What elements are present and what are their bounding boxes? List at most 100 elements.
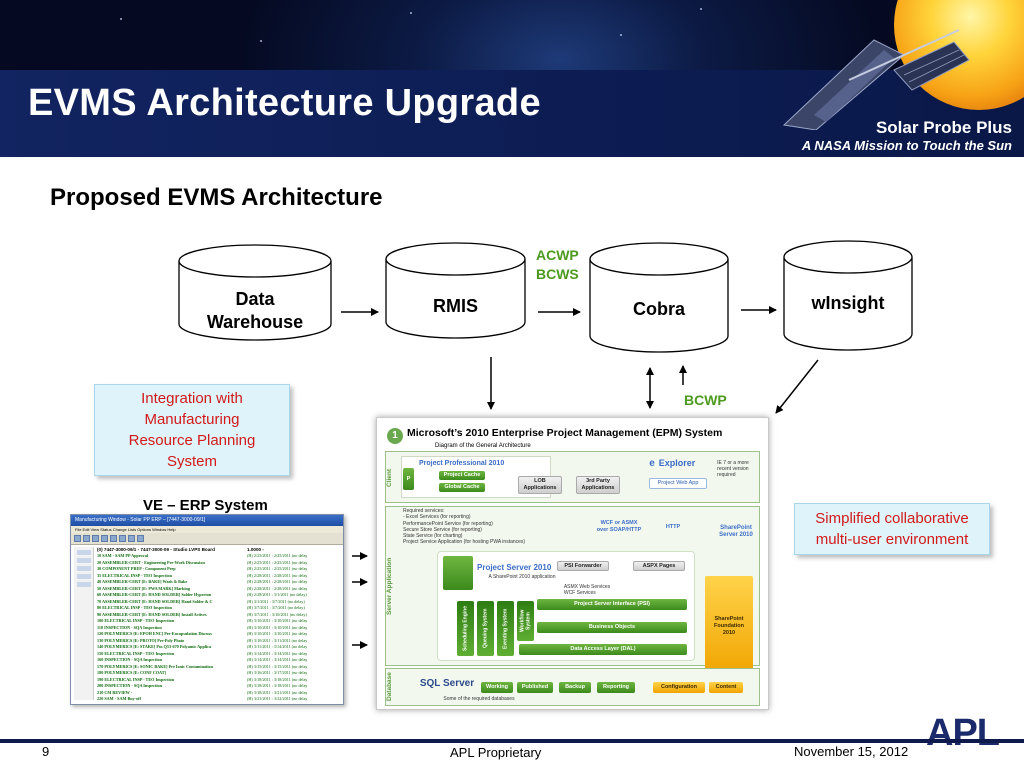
- mission-name: Solar Probe Plus: [875, 118, 1012, 137]
- erp-operation-dates: (H) 3/18/2011 : 3/18/2011 (no delay): [247, 683, 307, 688]
- erp-operation-row: 90 ASSEMBLER-CERT [E: HAND SOLDER] Insta…: [71, 612, 343, 619]
- erp-toolbar: [71, 533, 343, 545]
- server-band-label: Server Application: [386, 557, 393, 615]
- erp-operation-dates: (H) 3/1/2011 : 3/7/2011 (no delay): [247, 598, 305, 604]
- cylinder-shape: [178, 244, 332, 341]
- erp-header-cell: (0) 7447-3000-09/1 - 7447-3000-09 - Stud…: [97, 547, 215, 552]
- erp-caption: VE – ERP System: [143, 497, 268, 514]
- erp-operation-dates: (H) 3/10/2011 : 3/10/2011 (no delay): [247, 631, 307, 636]
- erp-operation-row: 50 ASSEMBLER-CERT [E: PWA MARK] Marking(…: [71, 586, 343, 593]
- toolbar-icon: [74, 535, 81, 542]
- slide-title: EVMS Architecture Upgrade: [28, 82, 541, 124]
- box-line: Applications: [523, 485, 557, 491]
- erp-operation-name: 190 ELECTRICAL INSP - TEO Inspection: [97, 676, 175, 682]
- erp-header-cell: 1.0000 -: [247, 547, 264, 552]
- erp-operation-name: 210 CM REVIEW -: [97, 689, 133, 695]
- proprietary-notice: APL Proprietary: [450, 745, 542, 760]
- erp-operation-name: 80 ELECTRICAL INSP - TEO Inspection: [97, 605, 172, 610]
- erp-operation-row: 35 ELECTRICAL INSP - TEO Inspection(H) 2…: [71, 573, 343, 580]
- project-server-icon: [443, 556, 473, 590]
- psi-forwarder: PSI Forwarder: [557, 561, 609, 571]
- section-subtitle: Proposed EVMS Architecture: [50, 184, 383, 211]
- global-cache: Global Cache: [439, 483, 485, 492]
- configuration-db: Configuration: [653, 682, 705, 693]
- reporting-db: Reporting: [597, 682, 635, 693]
- callout-line: Integration with: [141, 390, 243, 407]
- project-web-app: Project Web App: [649, 478, 707, 489]
- erp-operation-dates: (H) 3/7/2011 : 3/7/2011 (no delay): [247, 605, 305, 610]
- erp-operation-row: 80 ELECTRICAL INSP - TEO Inspection (H) 3…: [71, 605, 343, 612]
- data-warehouse-label: Data Warehouse: [178, 288, 332, 334]
- erp-operation-row: 130 POLYMERICS [E: PROTO] Pre-Poly Photo…: [71, 638, 343, 645]
- box-line: Applications: [581, 485, 615, 491]
- erp-operation-name: 35 ELECTRICAL INSP - TEO Inspection: [97, 572, 172, 578]
- cylinder-shape: [589, 242, 729, 353]
- erp-operation-name: 40 ASSEMBLER-CERT [E: BAKE] Wash & Bake: [97, 579, 188, 584]
- box-line: LOB: [534, 478, 546, 484]
- erp-operation-dates: (H) 3/10/2011 : 3/11/2011 (no delay): [247, 637, 307, 643]
- erp-operation-row: 210 CM REVIEW - (H) 3/18/2011 : 3/21/2011…: [71, 690, 343, 697]
- sql-server-logo: SQL Server: [419, 677, 475, 689]
- erp-operation-row: 20 ASSEMBLER-CERT - Engineering Pre-Work…: [71, 560, 343, 567]
- erp-operation-row: 200 INSPECTION - SQA Inspection(H) 3/18/…: [71, 683, 343, 690]
- epm-architecture-diagram: 1 Microsoft’s 2010 Enterprise Project Ma…: [376, 417, 769, 710]
- erp-operation-name: 120 POLYMERICS [E: EPOH ENC] Pre-Encapsu…: [97, 631, 212, 636]
- callout-line: System: [166, 453, 217, 470]
- erp-menu-bar: File Edit View Status Change Lists Optio…: [71, 526, 343, 533]
- toolbar-icon: [92, 535, 99, 542]
- erp-operation-dates: (H) 3/18/2011 : 3/18/2011 (no delay): [247, 676, 307, 682]
- required-services: Required services: - Excel Services (for…: [403, 508, 526, 546]
- erp-operation-name: 150 ELECTRICAL INSP - TEO Inspection: [97, 650, 175, 656]
- scheduling-engine: Scheduling Engine: [457, 601, 474, 656]
- erp-operations-list: 10 SAM - SAM PP Approval(H) 2/25/2011 : …: [71, 553, 343, 703]
- callout-line: multi-user environment: [815, 531, 969, 548]
- erp-screenshot: Manufacturing Window - Solar PP ERP – [7…: [70, 514, 344, 705]
- erp-operation-dates: (H) 2/28/2011 : 3/1/2011 (no delay): [247, 592, 307, 597]
- toolbar-icon: [137, 535, 144, 542]
- header-banner: EVMS Architecture Upgrade Solar Probe Pl…: [0, 0, 1024, 157]
- erp-operation-name: 100 ELECTRICAL INSP - TEO Inspection: [97, 618, 175, 623]
- erp-operation-name: 180 POLYMERICS [E: CONF COAT]: [97, 670, 166, 675]
- erp-operation-name: 160 INSPECTION - SQA Inspection: [97, 657, 162, 662]
- project-icon: P: [403, 468, 414, 490]
- database-band-label: Database: [386, 672, 393, 702]
- apl-logo: APL: [926, 712, 1000, 754]
- erp-operation-name: 90 ASSEMBLER-CERT [E: HAND SOLDER] Insta…: [97, 611, 207, 617]
- toolbar-icon: [110, 535, 117, 542]
- erp-side-panel: [74, 547, 94, 700]
- erp-operation-dates: (H) 3/14/2011 : 3/14/2011 (no delay): [247, 657, 307, 662]
- explorer-label: Explorer: [658, 457, 696, 468]
- erp-operation-row: 150 ELECTRICAL INSP - TEO Inspection(H) …: [71, 651, 343, 658]
- acwp-label: ACWP: [536, 247, 579, 263]
- erp-operation-name: 110 INSPECTION - SQA Inspection: [97, 624, 162, 630]
- erp-operation-name: 20 ASSEMBLER-CERT - Engineering Pre-Work…: [97, 559, 205, 565]
- erp-operation-dates: (H) 3/21/2011 : 3/22/2011 (no delay): [247, 696, 307, 701]
- erp-operation-row: 140 POLYMERICS [E: STAKE] Pos Q53-670 Po…: [71, 644, 343, 651]
- erp-operation-dates: (H) 3/15/2011 : 3/15/2011 (no delay): [247, 663, 307, 669]
- toolbar-icon: [128, 535, 135, 542]
- erp-operation-dates: (H) 3/10/2011 : 3/10/2011 (no delay): [247, 624, 307, 630]
- cobra-database: Cobra: [589, 242, 729, 354]
- cylinder-shape: [783, 240, 913, 351]
- erp-operation-name: 60 ASSEMBLER-CERT [E: HAND SOLDER] Solde…: [97, 592, 212, 597]
- client-band-label: Client: [386, 468, 393, 488]
- erp-operation-dates: (H) 3/18/2011 : 3/21/2011 (no delay): [247, 689, 307, 695]
- callout-line: Manufacturing: [144, 411, 240, 428]
- rmis-database: RMIS: [385, 242, 526, 340]
- erp-operation-row: 10 SAM - SAM PP Approval(H) 2/25/2011 : …: [71, 553, 343, 560]
- epm-subtitle: Diagram of the General Architecture: [435, 443, 531, 449]
- http-label: HTTP: [665, 523, 681, 530]
- erp-operation-dates: (H) 3/16/2011 : 3/17/2011 (no delay): [247, 670, 307, 675]
- published-db: Published: [517, 682, 553, 693]
- erp-operation-row: 220 SAM - SAM Buy-off(H) 3/21/2011 : 3/2…: [71, 696, 343, 703]
- bcwp-label: BCWP: [684, 392, 727, 408]
- backup-db: Backup: [559, 682, 591, 693]
- page-number: 9: [42, 744, 50, 759]
- ie-icon: e: [649, 457, 655, 469]
- callout-line: Resource Planning: [128, 432, 256, 449]
- workflow-system: Workflow System: [517, 601, 534, 641]
- collaborative-callout: Simplified collaborative multi-user envi…: [794, 503, 990, 555]
- epm-title: Microsoft’s 2010 Enterprise Project Mana…: [407, 427, 723, 439]
- erp-operation-dates: (H) 3/7/2011 : 3/10/2011 (no delay): [247, 611, 307, 617]
